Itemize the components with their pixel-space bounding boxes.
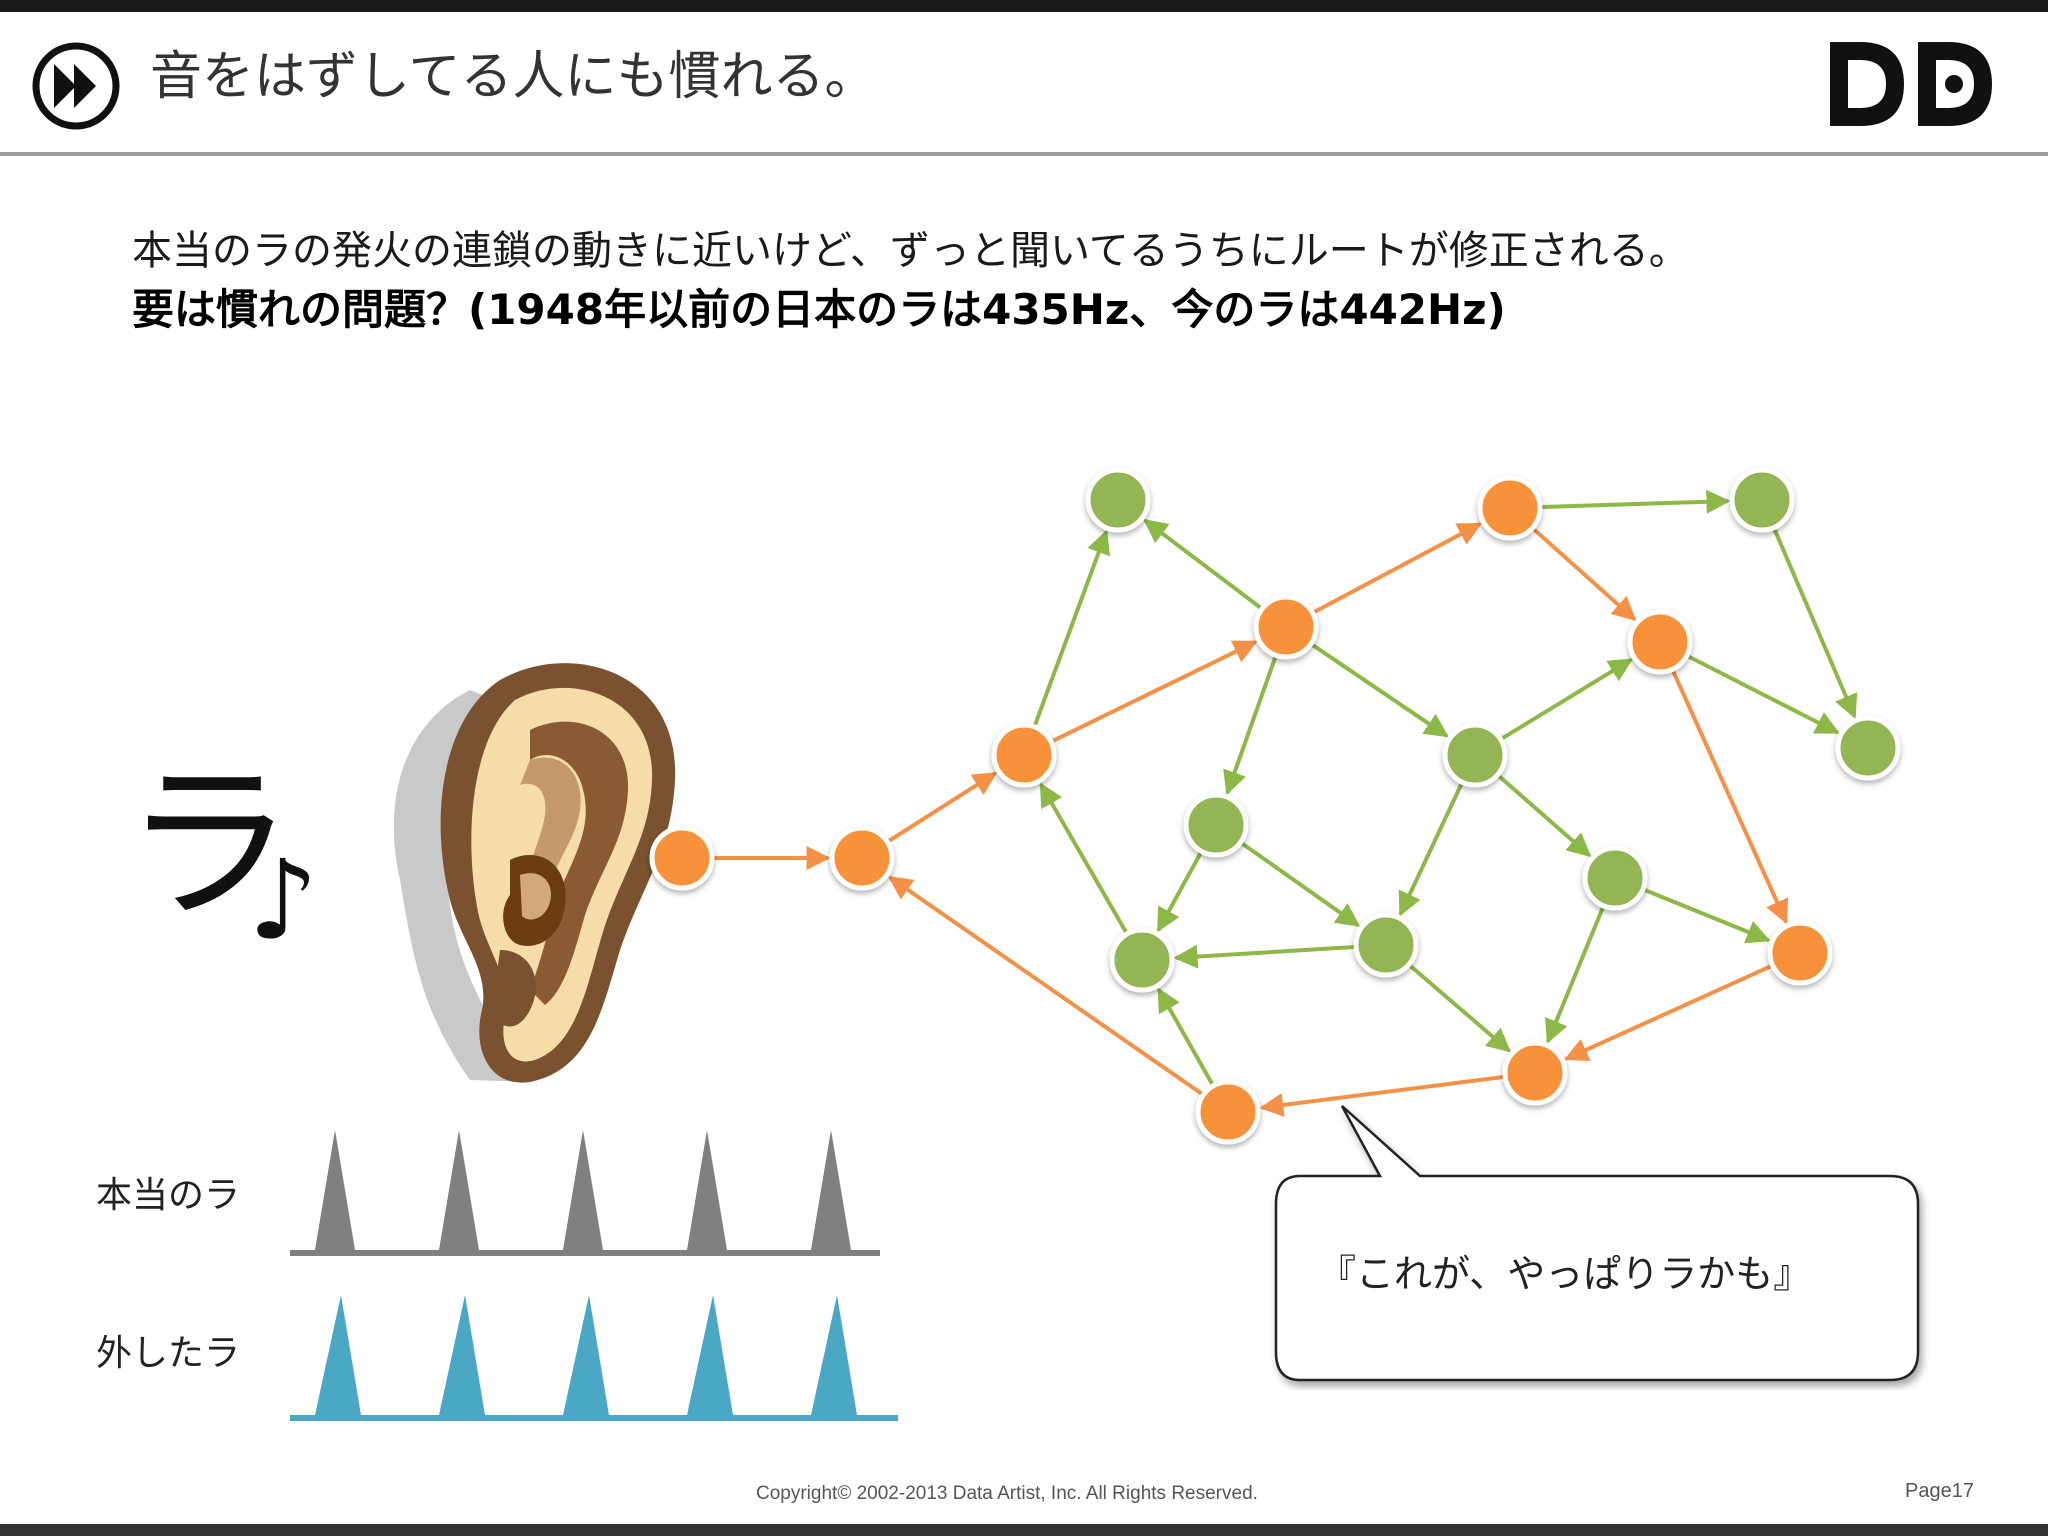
inactive-connection — [1772, 528, 1858, 719]
inactive-neuron-node — [1582, 845, 1648, 911]
inactive-connection — [1687, 654, 1840, 735]
inactive-connection — [1398, 783, 1464, 917]
inactive-connection — [1240, 841, 1361, 928]
off-la-wave — [290, 1295, 898, 1421]
active-connection — [1671, 670, 1789, 925]
inactive-connection — [1223, 656, 1278, 796]
inactive-connection — [1156, 852, 1203, 933]
inactive-connection — [1545, 906, 1605, 1044]
active-neuron-node — [1253, 594, 1319, 660]
page-number: Page17 — [1905, 1480, 1974, 1502]
play-forward-icon — [32, 42, 120, 130]
active-connection — [1563, 964, 1772, 1061]
inactive-connection — [1173, 944, 1355, 969]
inactive-connection — [1643, 888, 1771, 944]
true-wave-peak — [811, 1130, 851, 1250]
active-connection — [887, 875, 1203, 1096]
off-wave-peak — [811, 1295, 857, 1415]
dp-logo-icon — [1830, 42, 1992, 126]
inactive-neuron-node — [1729, 467, 1795, 533]
speech-bubble-text: 『これが、やっぱりラかも』 — [1318, 1252, 1812, 1296]
active-neuron-node — [1195, 1079, 1261, 1145]
inactive-neuron-node — [1442, 722, 1508, 788]
key-point-text: 要は慣れの問題？(1948年以前の日本のラは435Hz、今のラは442Hz) — [132, 285, 1506, 334]
inactive-neuron-node — [1085, 467, 1151, 533]
active-neuron-node — [1477, 475, 1543, 541]
true-la-wave — [290, 1130, 880, 1256]
la-sound-glyph: ラ — [124, 746, 295, 944]
true-wave-peak — [315, 1130, 355, 1250]
inactive-connection — [1408, 964, 1512, 1053]
active-neuron-node — [1627, 609, 1693, 675]
active-connection — [1532, 527, 1637, 621]
active-neuron-node — [1767, 920, 1833, 986]
inactive-connection — [1541, 489, 1731, 514]
music-note-icon: ♪ — [248, 836, 319, 964]
slide-title: 音をはずしてる人にも慣れる。 — [150, 47, 877, 107]
explanation-text: 本当のラの発火の連鎖の動きに近いけど、ずっと聞いてるうちにルートが修正される。 — [132, 228, 1689, 274]
inactive-neuron-node — [1835, 715, 1901, 781]
inactive-connection — [1157, 987, 1214, 1086]
off-wave-peak — [439, 1295, 485, 1415]
inactive-connection — [1501, 658, 1634, 741]
active-connection — [1313, 522, 1483, 614]
true-la-label: 本当のラ — [96, 1175, 241, 1216]
header-divider — [0, 152, 2048, 156]
slide-header — [0, 12, 2048, 154]
off-wave-peak — [315, 1295, 361, 1415]
copyright-notice: Copyright© 2002-2013 Data Artist, Inc. A… — [756, 1483, 1258, 1504]
inactive-neuron-node — [1109, 927, 1175, 993]
inactive-connection — [1033, 529, 1111, 726]
active-connection — [1051, 640, 1258, 743]
top-frame-bar — [0, 0, 2048, 12]
true-wave-peak — [687, 1130, 727, 1250]
inactive-neuron-node — [1353, 912, 1419, 978]
active-neuron-node — [1502, 1040, 1568, 1106]
active-neuron-node — [829, 825, 895, 891]
ear-icon — [393, 663, 676, 1083]
active-connection — [887, 771, 998, 843]
inactive-connection — [1143, 518, 1262, 610]
active-neuron-node — [991, 722, 1057, 788]
inactive-connection — [1039, 782, 1128, 934]
off-la-label: 外したラ — [96, 1333, 241, 1374]
speech-bubble — [1274, 1105, 1920, 1382]
true-wave-peak — [563, 1130, 603, 1250]
bottom-frame-bar — [0, 1524, 2048, 1536]
active-neuron-node — [649, 825, 715, 891]
off-wave-peak — [687, 1295, 733, 1415]
true-wave-peak — [439, 1130, 479, 1250]
off-wave-peak — [563, 1295, 609, 1415]
active-connection — [1259, 1075, 1504, 1117]
inactive-connection — [1311, 643, 1449, 738]
inactive-neuron-node — [1183, 792, 1249, 858]
inactive-connection — [1497, 774, 1592, 858]
